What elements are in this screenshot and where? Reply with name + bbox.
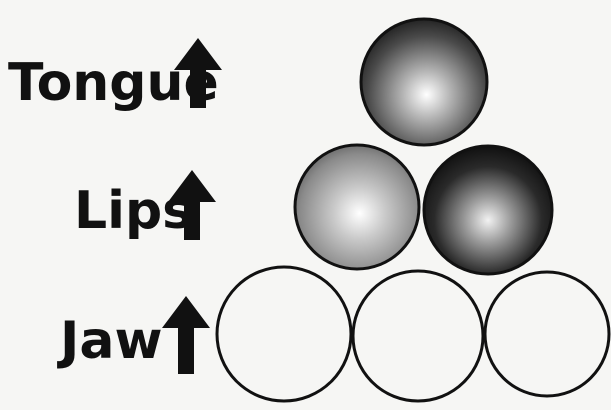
jaw-ball-left — [217, 267, 351, 401]
lips-ball-left — [295, 145, 419, 269]
tongue-ball — [361, 19, 487, 145]
lips-ball-right — [424, 146, 552, 274]
jaw-label: Jaw — [57, 311, 162, 371]
jaw-arrow-up-icon — [162, 296, 210, 374]
jaw-ball-right — [485, 272, 609, 396]
jaw-ball-middle — [353, 271, 483, 401]
lips-label: Lips — [74, 181, 193, 241]
